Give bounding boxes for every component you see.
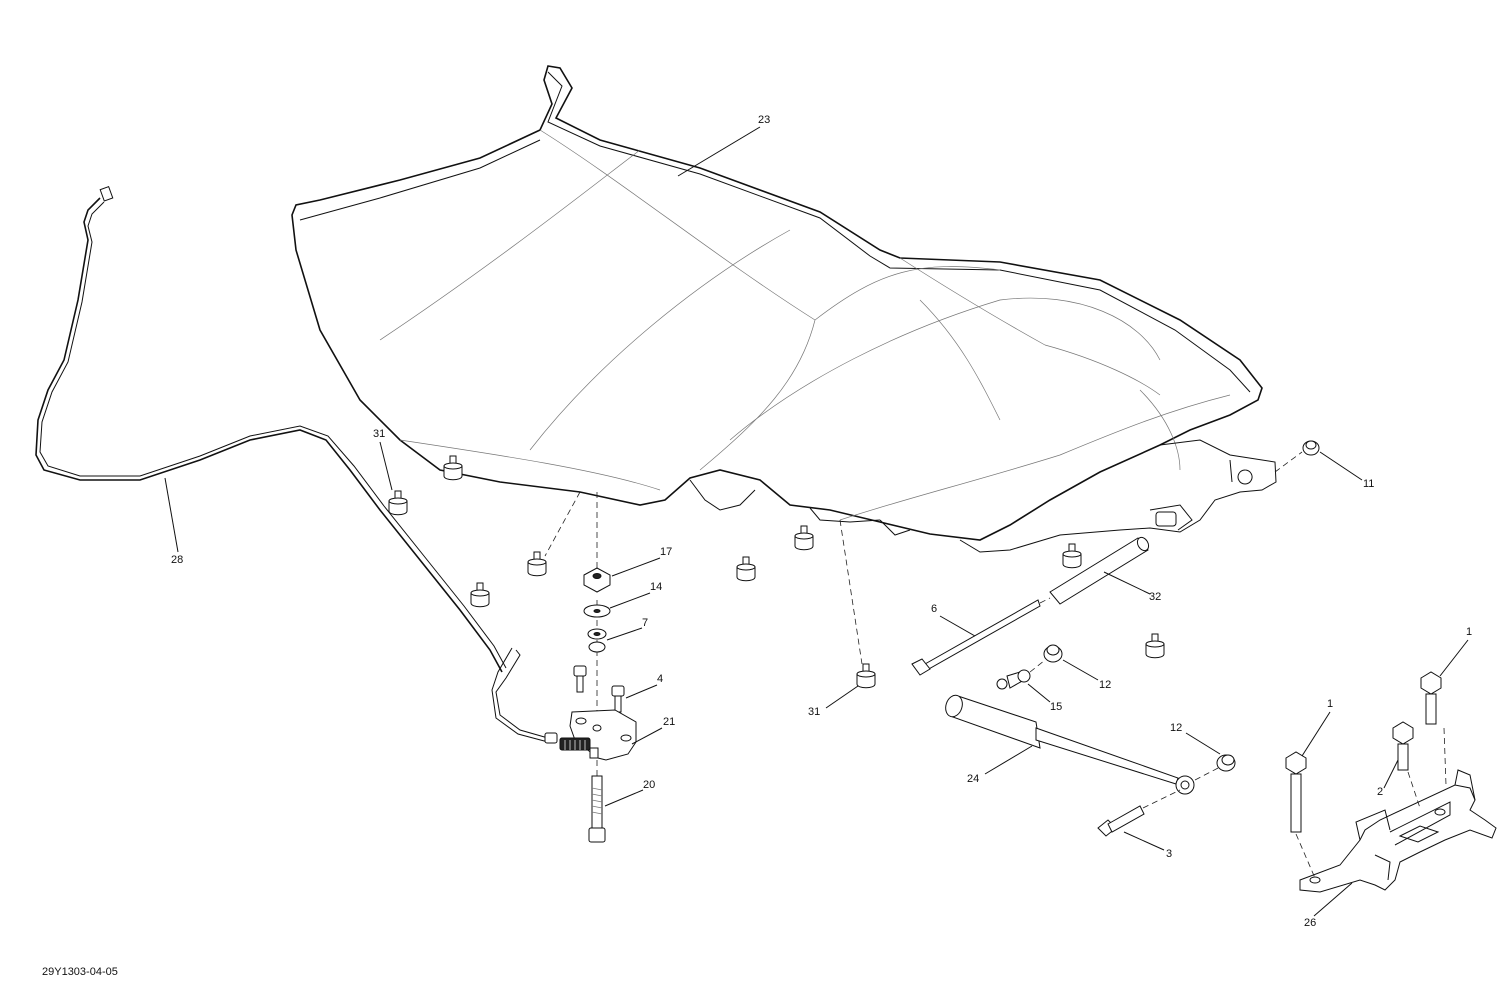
callout-bumper-left: 31 xyxy=(373,428,385,440)
callout-end-nut: 11 xyxy=(1363,478,1374,490)
callout-gas-spring: 24 xyxy=(967,773,979,785)
end-nut-part xyxy=(1302,440,1320,456)
callout-lock-nut: 17 xyxy=(660,546,672,558)
bracket-part xyxy=(1299,769,1497,893)
ball-stud-part xyxy=(996,669,1031,690)
callout-stud: 20 xyxy=(643,779,655,791)
callout-ball-stud: 15 xyxy=(1050,701,1062,713)
callout-short-screw: 4 xyxy=(657,673,663,685)
drawing-code: 29Y1303-04-05 xyxy=(42,966,118,978)
callout-bracket-bolt-b: 1 xyxy=(1466,626,1472,638)
flange-nut-b-part xyxy=(1216,754,1236,772)
sleeve-part xyxy=(1049,536,1150,605)
spring-washer-part xyxy=(587,628,607,653)
callout-flange-nut-b: 12 xyxy=(1170,722,1182,734)
callout-seat: 23 xyxy=(758,114,770,126)
short-screw-part xyxy=(573,665,625,713)
rod-part xyxy=(911,599,1041,676)
callout-rod: 6 xyxy=(931,603,937,615)
gas-spring-part xyxy=(945,694,1195,795)
cable-part xyxy=(35,186,558,744)
gas-spring-bolt-part xyxy=(1097,805,1145,837)
callout-bracket-screw: 2 xyxy=(1377,786,1383,798)
bracket-bolt-b-part xyxy=(1420,671,1442,725)
callout-bumper-right: 31 xyxy=(808,706,820,718)
bracket-screw-part xyxy=(1392,721,1414,771)
callout-gas-spring-bolt: 3 xyxy=(1166,848,1172,860)
flat-washer-part xyxy=(583,604,611,618)
lock-nut-part xyxy=(583,567,611,593)
bracket-bolt-a-part xyxy=(1285,751,1307,833)
stud-part xyxy=(588,775,606,843)
callout-cable: 28 xyxy=(171,554,183,566)
latch-part xyxy=(559,709,637,761)
callout-latch: 21 xyxy=(663,716,675,728)
callout-bracket-bolt-a: 1 xyxy=(1327,698,1333,710)
callout-sleeve: 32 xyxy=(1149,591,1161,603)
bumper-part-group xyxy=(388,455,1165,689)
callout-spring-washer: 7 xyxy=(642,617,648,629)
callout-flange-nut-a: 12 xyxy=(1099,679,1111,691)
flange-nut-a-part xyxy=(1043,644,1063,663)
seat-part xyxy=(291,65,1277,553)
callout-flat-washer: 14 xyxy=(650,581,662,593)
callout-bracket: 26 xyxy=(1304,917,1316,929)
